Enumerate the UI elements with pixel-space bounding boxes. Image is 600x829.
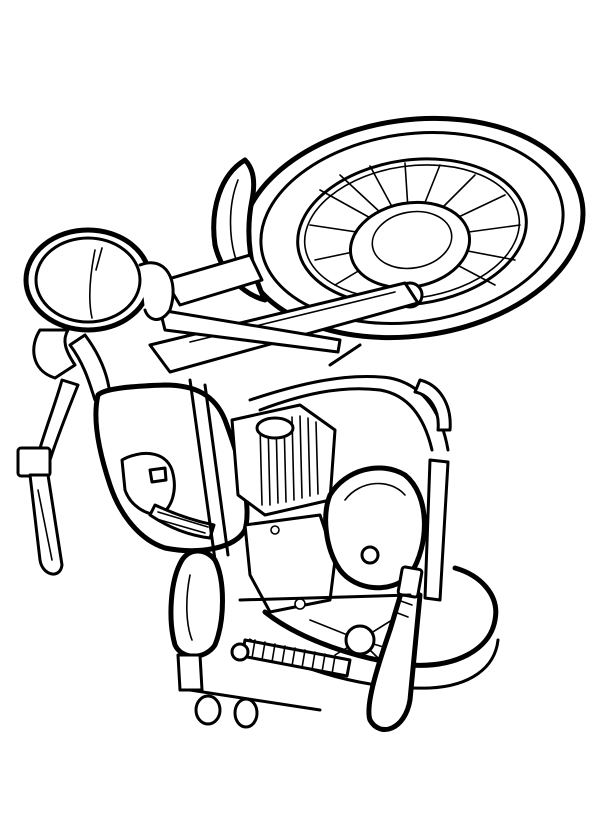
front-wheel [238, 115, 586, 341]
side-cover [168, 548, 225, 659]
rear-wheel [248, 565, 500, 690]
frame [188, 343, 452, 562]
engine [230, 403, 427, 614]
rear-shock-spring [230, 638, 352, 678]
handlebar [16, 328, 112, 576]
footpegs [176, 653, 322, 729]
front-fork [148, 253, 420, 374]
rear-strut [238, 458, 450, 602]
headlight [23, 227, 175, 333]
exhaust-pipe [366, 565, 424, 732]
